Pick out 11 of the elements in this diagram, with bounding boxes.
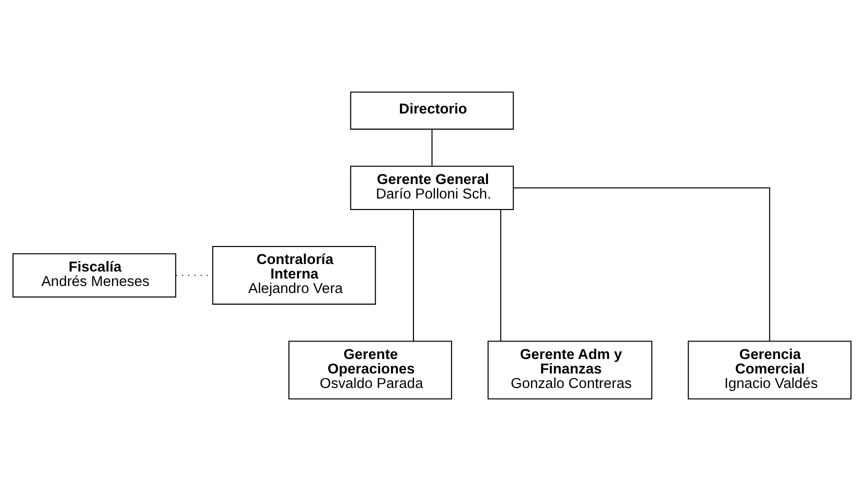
node-box: Contraloría Interna Alejandro Vera xyxy=(212,246,376,304)
connector xyxy=(412,209,414,341)
node-box: Gerente Adm y Finanzas Gonzalo Contreras xyxy=(488,340,652,399)
connector xyxy=(431,128,433,166)
node-box: Gerente Operaciones Osvaldo Parada xyxy=(288,340,452,399)
node-box: Gerente General Darío Polloni Sch. xyxy=(350,165,514,210)
node-box: Directorio xyxy=(350,91,514,130)
connector xyxy=(514,186,770,341)
node-box: Gerencia Comercial Ignacio Valdés xyxy=(688,340,852,399)
connector xyxy=(500,209,502,341)
node-box: Fiscalía Andrés Meneses xyxy=(12,252,176,297)
